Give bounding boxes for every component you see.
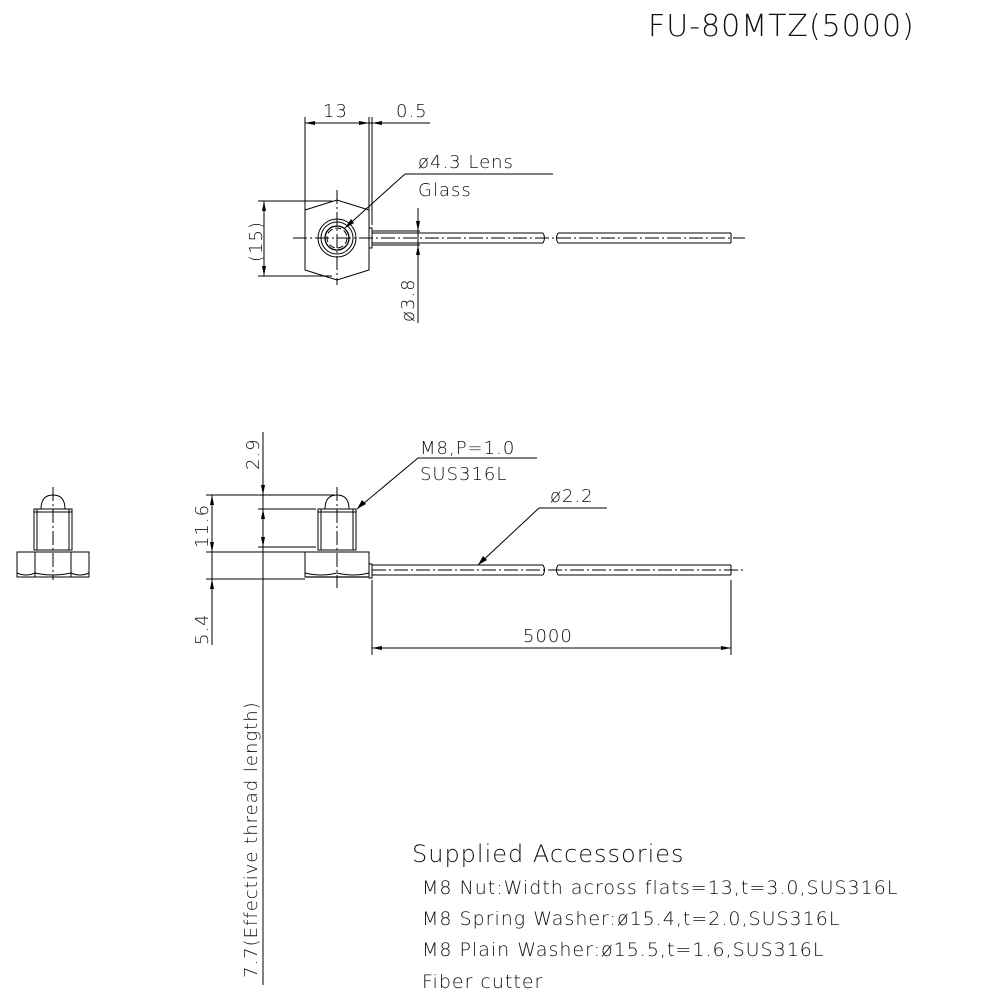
thread-spec-label: M8,P=1.0 [420,438,515,459]
dim-effective-thread: 7.7(Effective thread length) [241,701,262,978]
drawing-title: FU-80MTZ(5000) [648,9,915,44]
accessory-item: M8 Plain Washer:ø15.5,t=1.6,SUS316L [422,939,824,961]
accessory-item: Fiber cutter [422,971,543,993]
dim-gap: 0.5 [396,101,428,122]
dim-base: 5.4 [192,613,213,645]
dim-width-across-flats: 13 [323,101,348,122]
dim-height: (15) [246,221,267,262]
nut-accessory-view [16,487,90,580]
dim-top: 2.9 [243,438,264,470]
dim-thread-length: 11.6 [192,504,213,548]
fiber-diameter-label: ø2.2 [550,486,594,507]
side-view: 11.6 5.4 2.9 7.7(Effective thread length… [192,432,745,985]
front-view: 13 0.5 (15) ø3.8 ø4.3 Lens Glass [246,101,745,323]
fiber-length-label: 5000 [523,626,573,647]
supplied-accessories: Supplied Accessories M8 Nut:Width across… [412,840,898,993]
accessory-item: M8 Spring Washer:ø15.4,t=2.0,SUS316L [422,908,840,930]
lens-label: ø4.3 Lens [418,152,514,173]
glass-label: Glass [418,180,472,201]
material-label: SUS316L [420,464,507,485]
dim-sleeve-diameter: ø3.8 [398,278,419,322]
accessory-item: M8 Nut:Width across flats=13,t=3.0,SUS31… [422,877,898,899]
accessories-heading: Supplied Accessories [412,840,685,868]
